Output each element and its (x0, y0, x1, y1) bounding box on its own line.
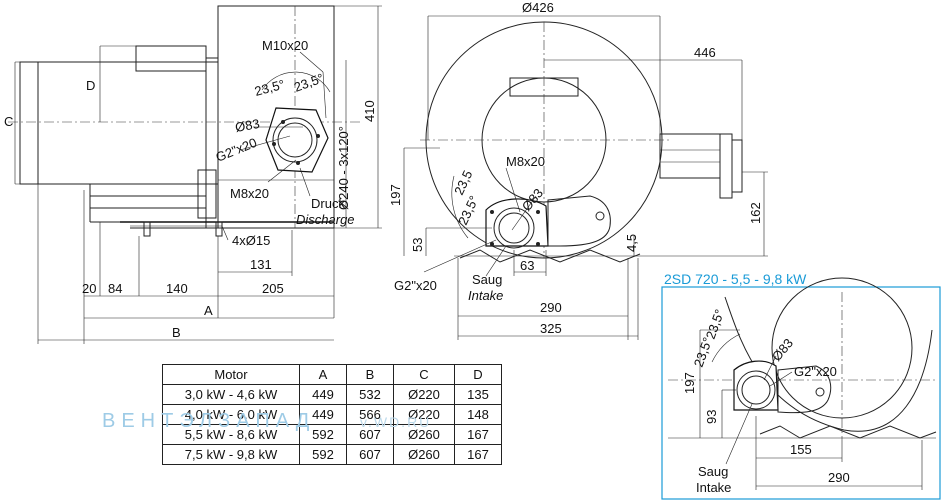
table-cell: 7,5 kW - 9,8 kW (162, 444, 300, 465)
table-header: C (393, 364, 455, 385)
motor-dimension-table: Motor A B C D 3,0 kW - 4,6 kW 449 532 Ø2… (162, 364, 502, 465)
table-cell: 4,0 kW - 6,0 kW (162, 404, 300, 425)
table-cell: 592 (299, 444, 347, 465)
inset-angle-b: 23,5° (703, 307, 728, 341)
table-header: Motor (162, 364, 300, 385)
table-cell: 3,0 kW - 4,6 kW (162, 384, 300, 405)
table-cell: 5,5 kW - 8,6 kW (162, 424, 300, 445)
table-cell: Ø220 (393, 404, 455, 425)
bore-label: Ø83 (234, 116, 261, 135)
discharge-flange (265, 107, 329, 173)
inset-saug: Saug (698, 464, 728, 479)
dim-446: 446 (694, 45, 716, 60)
motor-body (37, 61, 219, 185)
table-header-row: Motor A B C D (162, 364, 502, 385)
dim-53: 53 (410, 238, 425, 252)
table-cell: 592 (299, 424, 347, 445)
table-cell: 607 (346, 444, 394, 465)
table-header: A (299, 364, 347, 385)
table-cell: 449 (299, 404, 347, 425)
dim-290: 290 (540, 300, 562, 315)
dim-131: 131 (250, 257, 272, 272)
dim-197: 197 (388, 184, 403, 206)
dim-20: 20 (82, 281, 96, 296)
dim-c: C (4, 114, 13, 129)
dim-b: B (172, 325, 181, 340)
g2-front: G2"x20 (394, 278, 437, 293)
table-cell: 449 (299, 384, 347, 405)
inset-intake: Intake (696, 480, 731, 495)
front-view (403, 15, 768, 340)
inset-dim-93: 93 (704, 410, 719, 424)
table-cell: Ø260 (393, 424, 455, 445)
diameter-label: Ø426 (522, 0, 554, 15)
table-cell: 607 (346, 424, 394, 445)
dim-162: 162 (748, 202, 763, 224)
table-cell: Ø260 (393, 444, 455, 465)
table-cell: 148 (454, 404, 502, 425)
m8-front: M8x20 (506, 154, 545, 169)
angle-a-front: 23,5 (451, 168, 475, 197)
intake-label: Intake (468, 288, 503, 303)
dim-84: 84 (108, 281, 122, 296)
motor-fan-cover (19, 61, 39, 185)
inset-dim-155: 155 (790, 442, 812, 457)
height-label: 410 (362, 100, 377, 122)
table-row: 7,5 kW - 9,8 kW 592 607 Ø260 167 (162, 444, 502, 465)
table-cell: 135 (454, 384, 502, 405)
saug-label: Saug (472, 272, 502, 287)
dim-205: 205 (262, 281, 284, 296)
angle-a-label: 23,5° (253, 77, 286, 99)
table-cell: Ø220 (393, 384, 455, 405)
table-cell: 566 (346, 404, 394, 425)
dim-d: D (86, 78, 95, 93)
inset-view (661, 277, 941, 500)
dim-a: A (204, 303, 213, 318)
m8-label: M8x20 (230, 186, 269, 201)
g2-label: G2"x20 (214, 135, 259, 165)
inset-g2: G2"x20 (794, 364, 837, 379)
table-cell: 167 (454, 424, 502, 445)
discharge-label: Discharge (296, 212, 355, 227)
dim-63: 63 (520, 258, 534, 273)
druck-label: Druck (311, 196, 345, 211)
table-header: B (346, 364, 394, 385)
table-cell: 532 (346, 384, 394, 405)
table-header: D (454, 364, 502, 385)
table-row: 3,0 kW - 4,6 kW 449 532 Ø220 135 (162, 384, 502, 405)
dim-140: 140 (166, 281, 188, 296)
inset-dim-290: 290 (828, 470, 850, 485)
terminal-box (135, 45, 207, 72)
inset-title: 2SD 720 - 5,5 - 9,8 kW (664, 271, 807, 287)
holes-label: 4xØ15 (232, 233, 270, 248)
angle-b-label: 23,5° (292, 70, 326, 95)
thread-top-label: M10x20 (262, 38, 308, 53)
table-cell: 167 (454, 444, 502, 465)
inset-dim-197: 197 (682, 372, 697, 394)
pcd-label: Ø240 - 3x120° (336, 126, 351, 210)
table-row: 4,0 kW - 6,0 kW 449 566 Ø220 148 (162, 404, 502, 425)
dim-325: 325 (540, 321, 562, 336)
inset-frame (661, 286, 941, 500)
angle-b-front: 23,5° (455, 193, 481, 227)
dim-4-5: 4,5 (624, 234, 639, 252)
side-view (8, 5, 382, 344)
inset-angle-a: 23,5° (691, 335, 716, 369)
table-row: 5,5 kW - 8,6 kW 592 607 Ø260 167 (162, 424, 502, 445)
